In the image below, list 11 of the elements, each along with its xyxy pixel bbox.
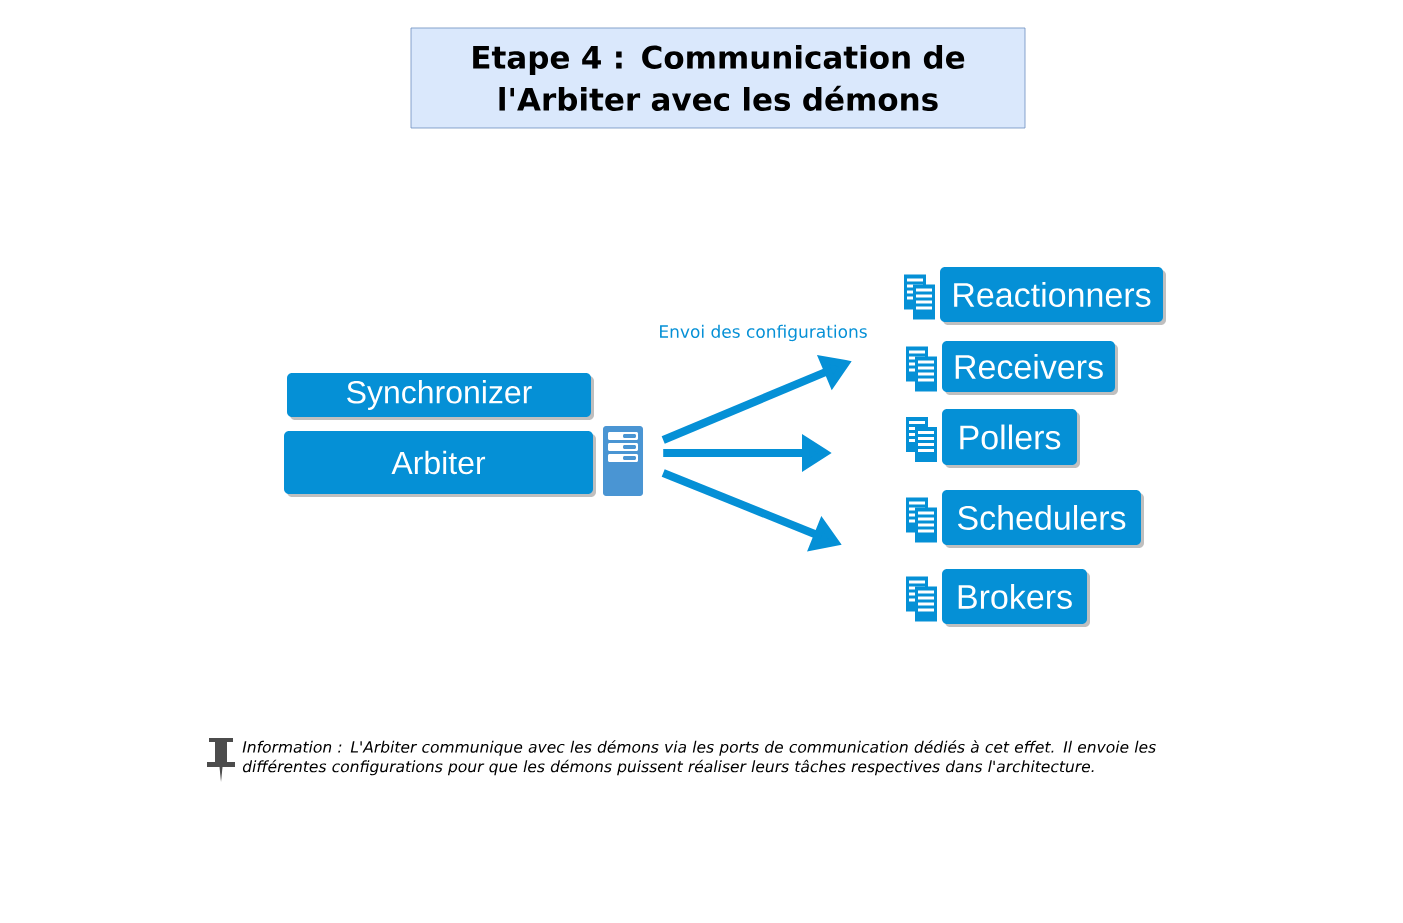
- daemon-box: Reactionners: [940, 267, 1166, 325]
- title-box: Etape 4 : Communication de l'Arbiter avec les démons: [410, 27, 1026, 129]
- process-box: Arbiter: [284, 431, 596, 497]
- edge-label: Envoi des configurations: [657, 323, 869, 343]
- daemon-box: Schedulers: [942, 490, 1144, 548]
- daemon-box: Pollers: [942, 409, 1080, 468]
- server-icon: [603, 426, 643, 496]
- daemon-box: Brokers: [942, 569, 1090, 627]
- info-note: Information : L'Arbiter communique avec les démons via les ports de communication dédiés à cet effet. Il envoie les différentes configurations pour que les démons puissent réaliser leurs tâches respectives dans l'architecture.: [242, 740, 1156, 776]
- process-box: Synchronizer: [287, 373, 594, 420]
- daemon-box: Receivers: [942, 341, 1118, 395]
